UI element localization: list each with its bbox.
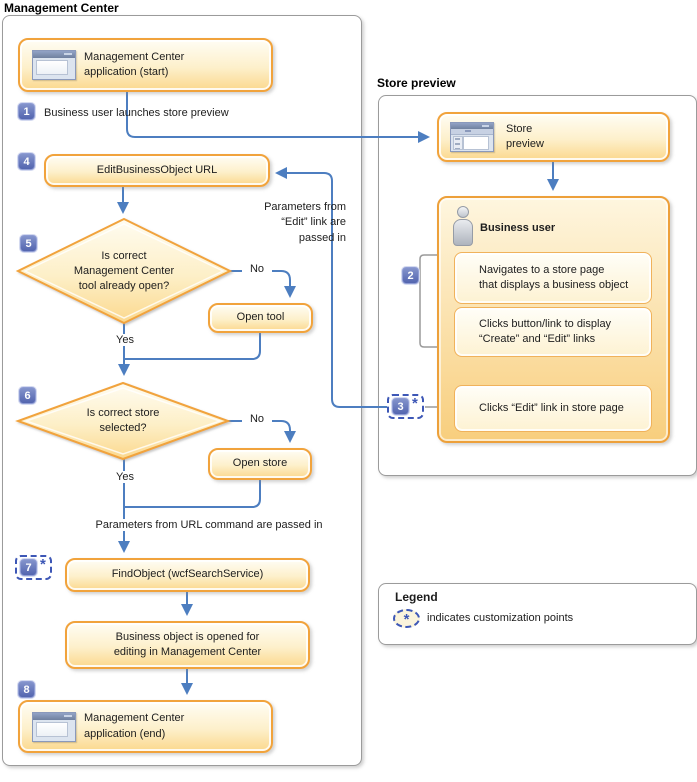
browser-body: [451, 135, 493, 152]
store-preview-title: Store preview: [377, 76, 456, 90]
window-titlebar: [33, 51, 75, 58]
window-page: [36, 721, 68, 737]
step-badge-8: 8: [18, 681, 35, 698]
business-user-label: Business user: [480, 222, 556, 234]
browser-page: [463, 136, 489, 150]
start-box-label: Management Center application (start): [84, 50, 185, 78]
person-icon: [452, 206, 474, 248]
open-tool-box: Open tool: [208, 303, 313, 333]
browser-menu-item: [465, 130, 471, 132]
edit-business-object-url-box: EditBusinessObject URL: [44, 154, 270, 187]
action-clicks-button-box: Clicks button/link to display “Create” a…: [454, 307, 652, 357]
window-controls: [64, 714, 72, 717]
action-clicks-edit-box: Clicks “Edit” link in store page: [454, 385, 652, 432]
legend-text: indicates customization points: [427, 612, 574, 624]
browser-controls: [482, 125, 489, 127]
window-page: [36, 60, 68, 75]
window-controls: [64, 53, 72, 55]
customization-star-icon: *: [412, 394, 418, 412]
app-window-icon: [32, 711, 76, 742]
yes-label-tool: Yes: [108, 334, 142, 346]
step-badge-3-customization: 3 *: [387, 394, 424, 419]
browser-sidebar: [453, 136, 463, 150]
window-titlebar: [33, 712, 75, 720]
end-box-label: Management Center application (end): [84, 712, 185, 740]
yes-label-store: Yes: [108, 471, 142, 483]
window-body: [33, 720, 75, 741]
no-label-store: No: [242, 413, 272, 425]
legend-title: Legend: [395, 590, 438, 604]
customization-star-icon: *: [40, 555, 46, 573]
action-navigates-box: Navigates to a store page that displays …: [454, 252, 652, 304]
step-badge-7: 7: [20, 559, 37, 576]
business-object-opened-box: Business object is opened for editing in…: [65, 621, 310, 669]
browser-menubar: [451, 129, 493, 135]
step-badge-1: 1: [18, 103, 35, 120]
store-preview-box: Store preview: [437, 112, 670, 162]
management-center-title: Management Center: [4, 1, 119, 15]
step1-label: Business user launches store preview: [44, 107, 229, 119]
browser-titlebar: [451, 123, 493, 129]
legend-panel: Legend * indicates customization points: [378, 583, 697, 645]
end-box: Management Center application (end): [18, 700, 273, 753]
business-user-container: Business user Navigates to a store page …: [437, 196, 670, 443]
store-preview-box-label: Store preview: [506, 122, 544, 150]
start-box: Management Center application (start): [18, 38, 273, 92]
app-window-icon: [32, 50, 76, 80]
step-badge-7-customization: 7 *: [15, 555, 52, 580]
window-body: [33, 58, 75, 79]
customization-point-icon: *: [393, 609, 420, 628]
step-badge-2: 2: [402, 267, 419, 284]
step-badge-5: 5: [20, 235, 37, 252]
no-label-tool: No: [242, 263, 272, 275]
customization-star-icon: *: [403, 610, 410, 628]
findobject-box: FindObject (wcfSearchService): [65, 558, 310, 592]
browser-window-icon: [450, 122, 494, 152]
params-edit-label: Parameters from “Edit” link are passed i…: [264, 201, 346, 244]
person-head: [457, 206, 469, 218]
params-url-label: Parameters from URL command are passed i…: [62, 519, 356, 531]
step-badge-4: 4: [18, 153, 35, 170]
decision-store-label: Is correct store selected?: [86, 407, 160, 434]
person-torso: [453, 219, 473, 246]
open-store-box: Open store: [208, 448, 312, 480]
step-badge-3: 3: [392, 398, 409, 415]
decision-tool-label: Is correct Management Center tool alread…: [73, 250, 175, 292]
step-badge-6: 6: [19, 387, 36, 404]
